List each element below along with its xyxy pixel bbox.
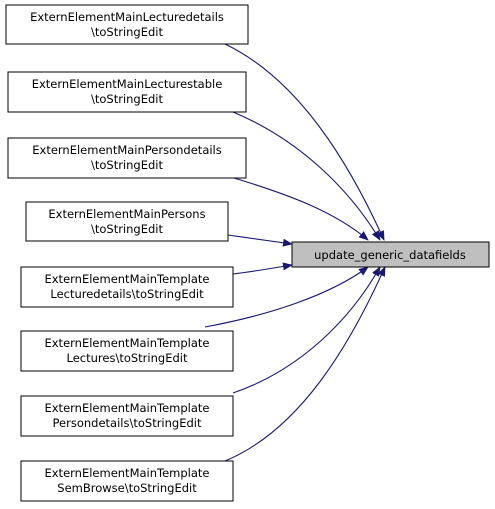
caller-node-6[interactable]: ExternElementMainTemplate Lectures\toStr…	[20, 330, 234, 372]
edge-caller-4	[227, 234, 293, 247]
edge-caller-3	[233, 177, 369, 241]
caller-node-label-line2: \toStringEdit	[91, 222, 164, 236]
caller-node-label-line1: ExternElementMainLecturedetails	[30, 10, 224, 24]
edge-caller-1	[224, 43, 385, 241]
caller-node-label-line1: ExternElementMainTemplate	[44, 401, 209, 415]
edges	[204, 43, 386, 462]
edge-caller-5	[232, 262, 293, 275]
edge-caller-6	[204, 266, 369, 328]
caller-node-box	[20, 460, 234, 502]
caller-node-3[interactable]: ExternElementMainPersondetails \toString…	[7, 137, 247, 179]
target-node-label: update_generic_datafields	[314, 248, 466, 262]
edge-caller-7	[232, 266, 381, 394]
caller-node-box	[7, 71, 247, 113]
caller-node-8[interactable]: ExternElementMainTemplate SemBrowse\toSt…	[20, 460, 234, 502]
caller-node-box	[25, 201, 229, 242]
caller-node-box	[5, 4, 249, 45]
edge-caller-8	[224, 266, 386, 462]
caller-node-7[interactable]: ExternElementMainTemplate Persondetails\…	[20, 395, 234, 437]
caller-node-2[interactable]: ExternElementMainLecturestable \toString…	[7, 71, 247, 113]
caller-node-box	[20, 266, 234, 308]
edge-caller-2	[232, 111, 381, 241]
caller-node-label-line1: ExternElementMainTemplate	[44, 466, 209, 480]
caller-node-box	[20, 395, 234, 437]
caller-node-4[interactable]: ExternElementMainPersons \toStringEdit	[25, 201, 229, 242]
caller-node-1[interactable]: ExternElementMainLecturedetails \toStrin…	[5, 4, 249, 45]
caller-node-label-line1: ExternElementMainPersondetails	[32, 143, 222, 157]
caller-node-label-line2: Lecturedetails\toStringEdit	[50, 287, 204, 301]
caller-node-label-line2: \toStringEdit	[91, 25, 164, 39]
caller-node-label-line1: ExternElementMainTemplate	[44, 336, 209, 350]
caller-node-label-line2: \toStringEdit	[91, 158, 164, 172]
caller-node-label-line1: ExternElementMainPersons	[48, 207, 205, 221]
caller-node-5[interactable]: ExternElementMainTemplate Lecturedetails…	[20, 266, 234, 308]
caller-node-label-line2: Lectures\toStringEdit	[67, 351, 188, 365]
target-node-box	[291, 241, 490, 268]
caller-node-box	[20, 330, 234, 372]
caller-node-label-line2: Persondetails\toStringEdit	[53, 416, 202, 430]
caller-node-label-line2: \toStringEdit	[91, 92, 164, 106]
caller-node-label-line2: SemBrowse\toStringEdit	[57, 481, 197, 495]
caller-node-label-line1: ExternElementMainTemplate	[44, 272, 209, 286]
target-node[interactable]: update_generic_datafields	[291, 241, 490, 268]
caller-node-box	[7, 137, 247, 179]
caller-node-label-line1: ExternElementMainLecturestable	[32, 77, 223, 91]
